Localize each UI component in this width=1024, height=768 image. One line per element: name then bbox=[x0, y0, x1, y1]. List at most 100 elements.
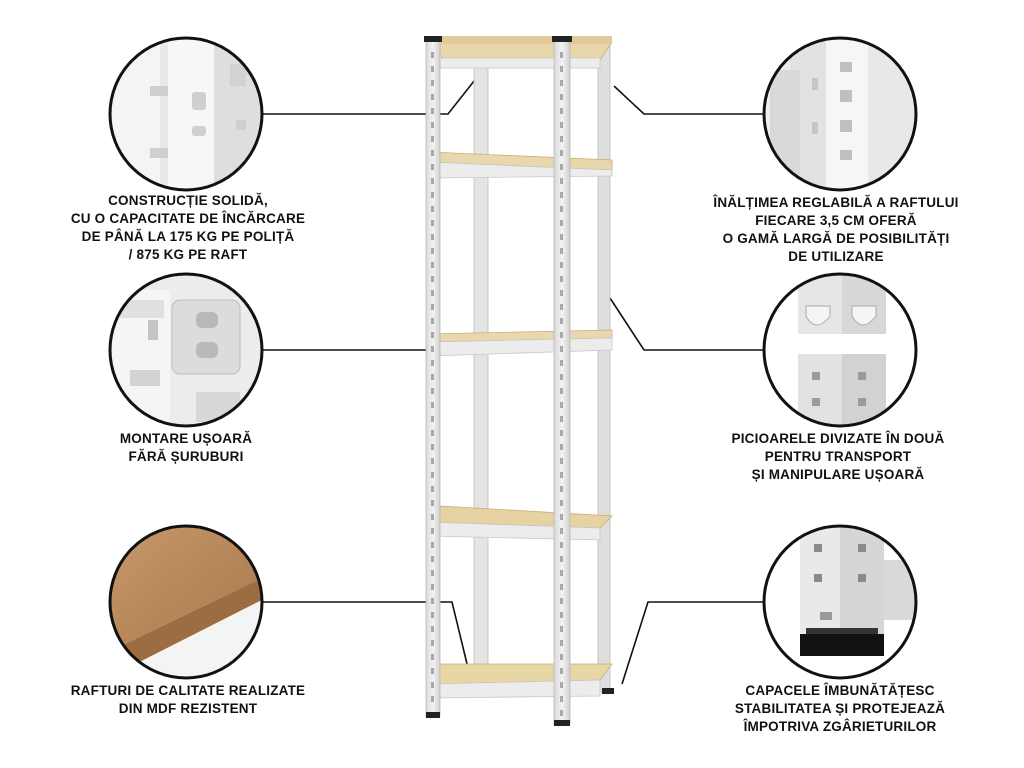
post-hole bbox=[560, 234, 563, 240]
post-hole bbox=[431, 458, 434, 464]
post-hole bbox=[560, 318, 563, 324]
post-hole bbox=[431, 584, 434, 590]
caption-line: FIECARE 3,5 CM OFERĂ bbox=[755, 213, 917, 228]
post-hole bbox=[431, 556, 434, 562]
post-hole bbox=[560, 52, 563, 58]
shelf-1 bbox=[429, 36, 613, 69]
post-hole bbox=[560, 248, 563, 254]
post-hole bbox=[560, 430, 563, 436]
post-hole bbox=[560, 108, 563, 114]
post-hole bbox=[560, 374, 563, 380]
post-hole bbox=[560, 416, 563, 422]
post-hole bbox=[560, 458, 563, 464]
caption-solid-construction: CONSTRUCȚIE SOLIDĂ, CU O CAPACITATE DE Î… bbox=[60, 192, 316, 264]
post-hole bbox=[431, 472, 434, 478]
connector-solid-construction bbox=[262, 75, 479, 115]
post-hole bbox=[560, 150, 563, 156]
post-hole bbox=[431, 444, 434, 450]
post-hole bbox=[431, 220, 434, 226]
post-hole bbox=[431, 290, 434, 296]
post-hole bbox=[560, 584, 563, 590]
caption-line: ȘI MANIPULARE UȘOARĂ bbox=[751, 467, 925, 482]
post-hole bbox=[431, 388, 434, 394]
caption-line: CU O CAPACITATE DE ÎNCĂRCARE bbox=[70, 211, 306, 226]
post-hole bbox=[560, 66, 563, 72]
post-hole bbox=[560, 528, 563, 534]
post-hole bbox=[431, 612, 434, 618]
post-hole bbox=[431, 248, 434, 254]
caption-line: O GAMĂ LARGĂ DE POSIBILITĂȚI bbox=[722, 231, 950, 246]
post-hole bbox=[431, 94, 434, 100]
caption-line: PENTRU TRANSPORT bbox=[764, 449, 912, 464]
post-hole bbox=[560, 542, 563, 548]
post-hole bbox=[560, 402, 563, 408]
connector-caps bbox=[621, 601, 764, 685]
post-hole bbox=[560, 710, 563, 716]
post-hole bbox=[431, 570, 434, 576]
cap-bottom-left bbox=[426, 712, 440, 718]
post-hole bbox=[431, 80, 434, 86]
post-hole bbox=[560, 164, 563, 170]
shelf-4 bbox=[429, 505, 613, 541]
post-hole bbox=[431, 514, 434, 520]
post-holes-left bbox=[431, 52, 434, 702]
post-hole bbox=[431, 346, 434, 352]
post-hole bbox=[560, 654, 563, 660]
shelf-5 bbox=[429, 663, 613, 699]
post-hole bbox=[431, 206, 434, 212]
post-hole bbox=[431, 626, 434, 632]
post-hole bbox=[431, 486, 434, 492]
front-post-right bbox=[553, 39, 571, 725]
post-hole bbox=[560, 262, 563, 268]
caption-line: DE UTILIZARE bbox=[788, 249, 884, 264]
post-hole bbox=[560, 276, 563, 282]
post-hole bbox=[431, 262, 434, 268]
cap-top-right bbox=[552, 36, 572, 42]
post-hole bbox=[431, 178, 434, 184]
post-hole bbox=[431, 598, 434, 604]
back-post-right bbox=[597, 45, 611, 693]
caption-line: ÎNĂLȚIMEA REGLABILĂ A RAFTULUI bbox=[713, 195, 959, 210]
post-hole bbox=[431, 640, 434, 646]
caption-caps: CAPACELE ÎMBUNĂTĂȚESC STABILITATEA ȘI PR… bbox=[720, 682, 960, 736]
post-holes-right bbox=[560, 52, 563, 716]
connector-mdf-shelves bbox=[262, 601, 469, 669]
post-hole bbox=[560, 570, 563, 576]
post-hole bbox=[431, 164, 434, 170]
caption-split-legs: PICIOARELE DIVIZATE ÎN DOUĂ PENTRU TRANS… bbox=[710, 430, 966, 484]
shelf-2 bbox=[429, 151, 613, 179]
post-hole bbox=[431, 52, 434, 58]
post-hole bbox=[560, 388, 563, 394]
post-hole bbox=[560, 332, 563, 338]
post-hole bbox=[431, 122, 434, 128]
caption-easy-assembly: MONTARE UȘOARĂ FĂRĂ ȘURUBURI bbox=[86, 430, 286, 466]
post-hole bbox=[431, 360, 434, 366]
post-hole bbox=[431, 66, 434, 72]
post-hole bbox=[560, 94, 563, 100]
post-hole bbox=[431, 654, 434, 660]
caption-adjustable-height: ÎNĂLȚIMEA REGLABILĂ A RAFTULUI FIECARE 3… bbox=[700, 194, 972, 266]
post-hole bbox=[431, 402, 434, 408]
caption-line: FĂRĂ ȘURUBURI bbox=[128, 449, 244, 464]
post-hole bbox=[560, 290, 563, 296]
post-hole bbox=[431, 696, 434, 702]
post-hole bbox=[431, 668, 434, 674]
caption-line: MONTARE UȘOARĂ bbox=[119, 431, 253, 446]
post-hole bbox=[560, 122, 563, 128]
post-hole bbox=[560, 514, 563, 520]
caption-line: RAFTURI DE CALITATE REALIZATE bbox=[70, 683, 306, 698]
cap-bottom-back-right bbox=[602, 688, 614, 694]
post-hole bbox=[431, 318, 434, 324]
caption-line: PICIOARELE DIVIZATE ÎN DOUĂ bbox=[731, 431, 945, 446]
caption-line: DE PÂNĂ LA 175 KG PE POLIȚĂ bbox=[81, 229, 295, 244]
post-hole bbox=[560, 500, 563, 506]
post-hole bbox=[560, 612, 563, 618]
connector-split-legs bbox=[609, 297, 764, 351]
post-hole bbox=[431, 374, 434, 380]
post-hole bbox=[431, 542, 434, 548]
post-hole bbox=[431, 528, 434, 534]
caption-line: CONSTRUCȚIE SOLIDĂ, bbox=[108, 193, 268, 208]
post-hole bbox=[560, 556, 563, 562]
detail-mdf-shelves bbox=[108, 524, 264, 680]
